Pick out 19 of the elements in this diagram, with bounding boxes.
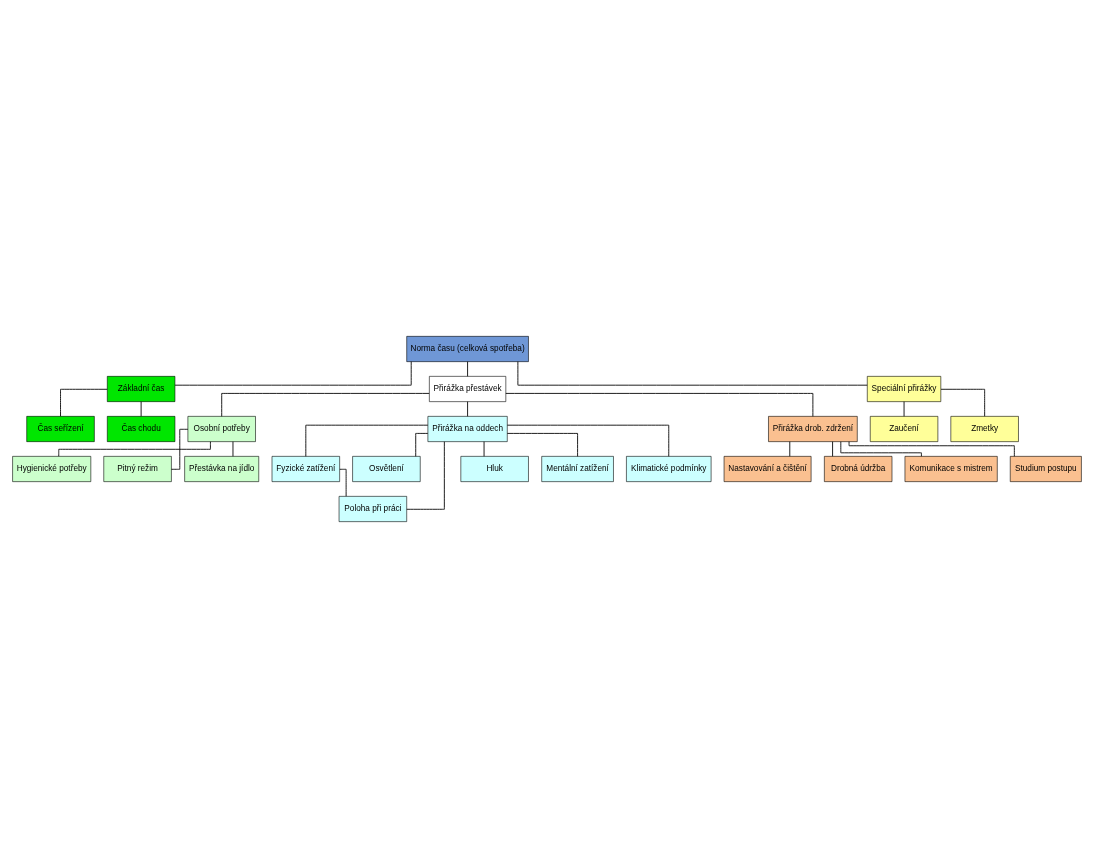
connector xyxy=(506,432,579,457)
connector xyxy=(58,440,211,457)
connector xyxy=(174,360,412,386)
connector xyxy=(171,428,189,470)
connector xyxy=(848,440,1015,457)
connector xyxy=(840,440,922,457)
connector xyxy=(467,360,469,377)
connector xyxy=(506,424,670,457)
connector xyxy=(415,432,429,457)
connector xyxy=(339,468,347,497)
connector xyxy=(789,440,791,457)
connector xyxy=(467,400,469,417)
connector xyxy=(221,392,430,417)
connector xyxy=(60,388,108,417)
connector xyxy=(406,440,445,510)
connector xyxy=(505,392,814,417)
connector xyxy=(305,424,429,457)
connector xyxy=(940,388,986,417)
connector xyxy=(832,440,834,457)
